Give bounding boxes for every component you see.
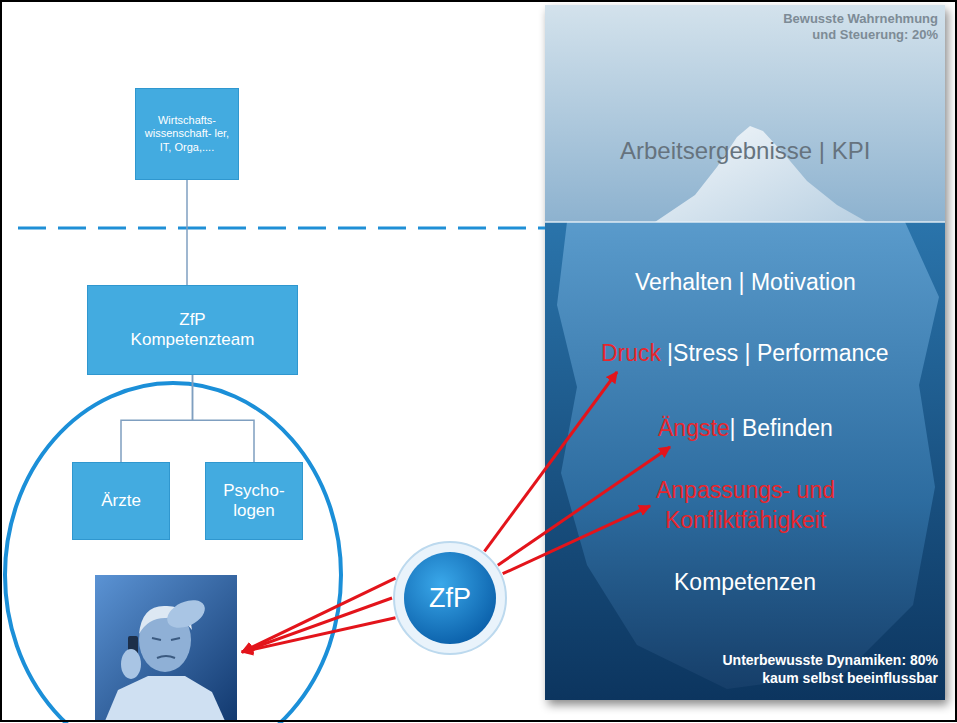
circle-glow (394, 542, 506, 654)
photo-ground (95, 575, 237, 721)
red-arrow (484, 372, 617, 551)
level-label: Anpassungs- und Konfliktfähigkeit (638, 476, 853, 536)
level-text: Ängste (658, 415, 730, 442)
level-text: | Befinden (730, 415, 833, 442)
node-text: Ärzte (101, 491, 141, 511)
awareness-note: Bewusste Wahrnehmung und Steuerung: 20% (770, 11, 938, 44)
level-text: |Stress | Performance (667, 340, 889, 367)
group-box: Wirtschafts- wissenschaft- ler, IT, Orga… (135, 88, 239, 180)
level-row: Ängste| Befinden (658, 415, 833, 442)
level-label: Verhalten | Motivation (635, 268, 856, 297)
level-row: Druck|Stress | Performance (601, 340, 889, 367)
circle-core (404, 552, 496, 644)
photo-eyes (152, 638, 180, 640)
node-text: ZfP (429, 582, 471, 614)
node-text: Wirtschafts- wissenschaft- ler, IT, Orga… (143, 114, 231, 154)
level-label: Arbeitsergebnisse | KPI (620, 136, 870, 166)
team-box: ZfP Kompetenzteam (87, 285, 298, 375)
stressed-man-photo (95, 575, 237, 721)
zfp-circle: ZfP (392, 540, 508, 656)
water-dashed-line (18, 227, 545, 230)
role-box: Ärzte (72, 462, 170, 540)
photo-shirt (105, 676, 225, 721)
org-connector (186, 180, 188, 285)
level-text: Druck (601, 340, 661, 367)
photo-mouth (157, 656, 175, 658)
photo-hand-phone (121, 649, 141, 679)
iceberg-underwater (557, 222, 939, 689)
org-connector (121, 375, 193, 462)
org-connector (193, 375, 255, 462)
photo-hand-forehead (163, 595, 209, 634)
node-text: ZfP Kompetenzteam (123, 310, 263, 351)
red-arrow (242, 578, 395, 652)
sea (545, 222, 945, 700)
sky (545, 5, 945, 222)
red-arrow (242, 598, 392, 652)
waterline (545, 221, 945, 223)
role-box: Psycho- logen (205, 462, 303, 540)
node-text: Psycho- logen (214, 481, 294, 522)
subconscious-note: Unterbewusste Dynamiken: 80% kaum selbst… (703, 652, 938, 687)
patient-ellipse (5, 383, 341, 723)
red-arrow (498, 447, 670, 565)
red-arrow (503, 506, 650, 574)
level-label: Kompetenzen (674, 568, 816, 597)
